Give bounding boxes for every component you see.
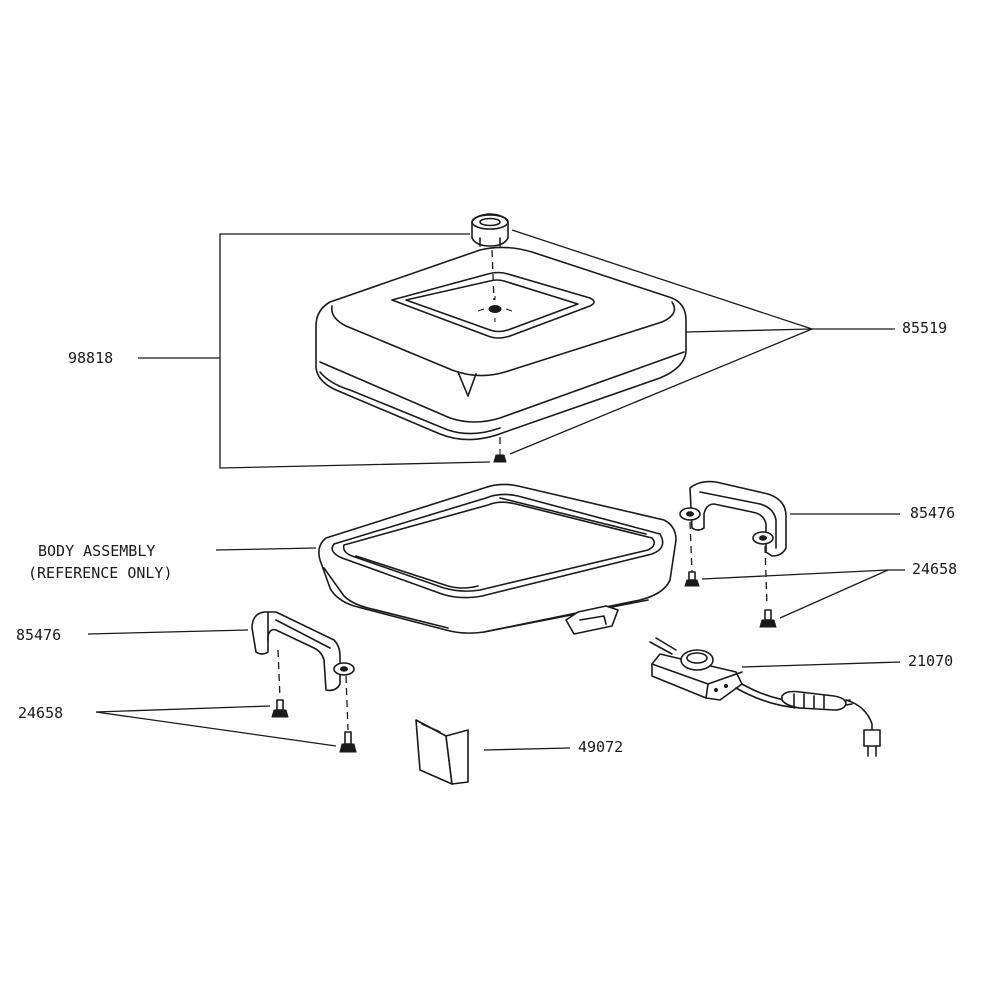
screw-icon — [271, 699, 289, 718]
part-number-85476-left: 85476 — [16, 626, 61, 644]
screw-icon — [339, 731, 357, 753]
screw-icon — [759, 609, 777, 628]
part-number-24658-left: 24658 — [18, 704, 63, 722]
part-number-85519: 85519 — [902, 319, 947, 337]
body-assembly-label: BODY ASSEMBLY — [38, 542, 155, 560]
part-number-98818: 98818 — [68, 349, 113, 367]
part-number-49072: 49072 — [578, 738, 623, 756]
body-assembly-note: (REFERENCE ONLY) — [28, 564, 173, 582]
temperature-control-icon — [649, 637, 743, 701]
knob-icon — [471, 213, 509, 247]
part-number-24658-right: 24658 — [912, 560, 957, 578]
handle-icon — [679, 480, 787, 557]
part-number-85476-right: 85476 — [910, 504, 955, 522]
screw-icon — [493, 449, 507, 463]
pan-icon — [318, 483, 677, 635]
booklet-icon — [415, 719, 469, 785]
screw-icon — [684, 571, 700, 587]
power-plug-icon — [735, 683, 881, 757]
cover-icon — [315, 246, 687, 441]
handle-icon — [251, 611, 355, 692]
part-number-21070: 21070 — [908, 652, 953, 670]
